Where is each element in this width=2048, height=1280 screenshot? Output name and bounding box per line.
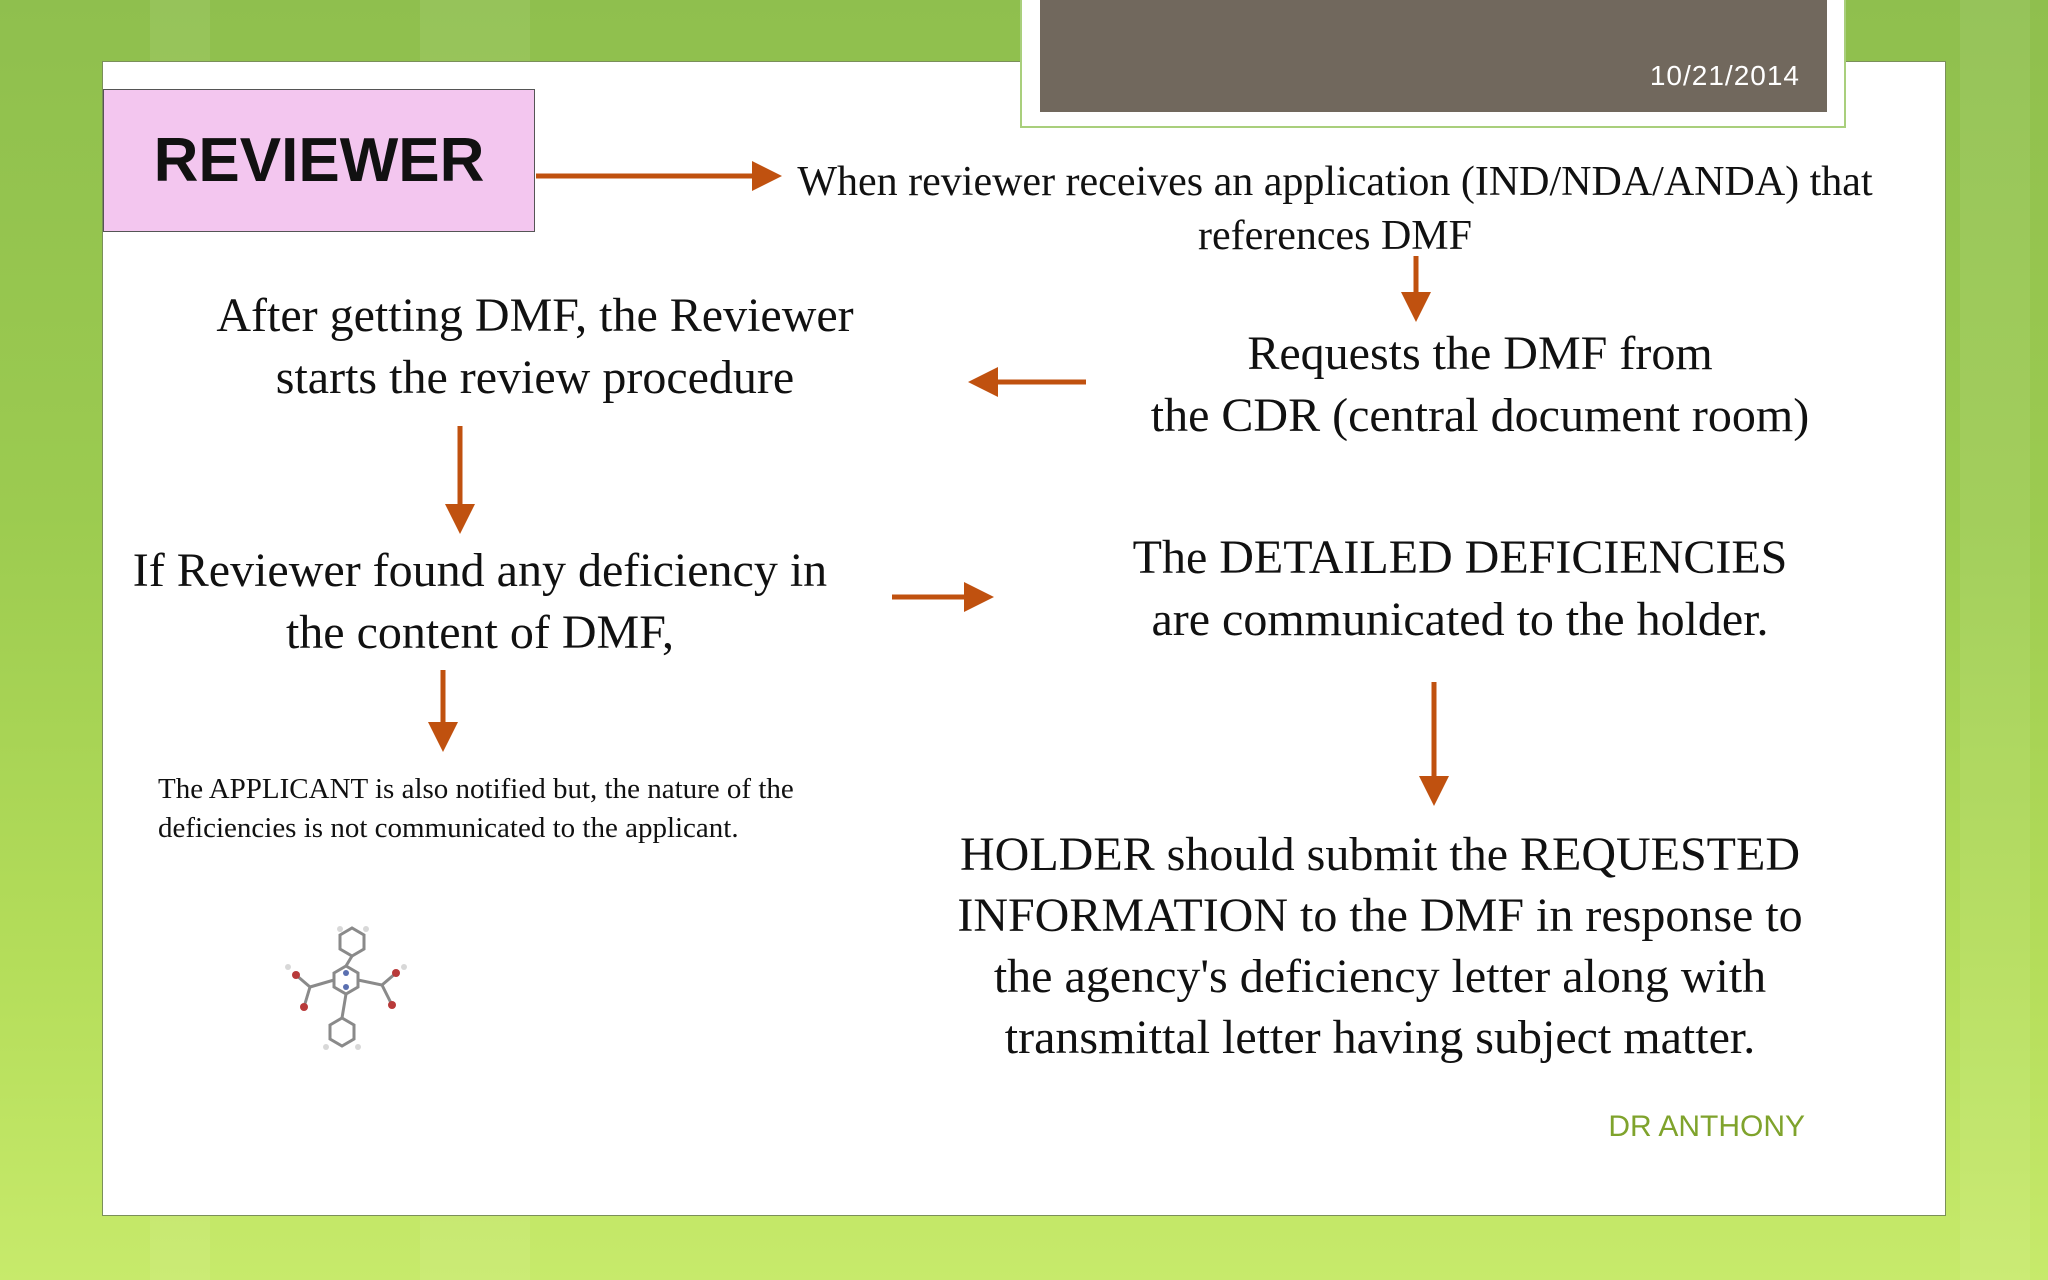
slide-canvas (102, 61, 1946, 1216)
step-deficiencies-communicated: The DETAILED DEFICIENCIES are communicat… (1132, 531, 1788, 646)
header-bar (1040, 0, 1827, 112)
step-holder-submit: HOLDER should submit the REQUESTED INFOR… (957, 828, 1803, 1064)
step-applicant-notified: The APPLICANT is also notified but, the … (158, 773, 794, 844)
slide-date: 10/21/2014 (1649, 60, 1800, 91)
step-receives-application: When reviewer receives an application (I… (797, 159, 1873, 259)
reviewer-box: REVIEWER (103, 89, 535, 232)
step-request-dmf: Requests the DMF from the CDR (central d… (1150, 327, 1810, 442)
molecule-illustration (285, 926, 407, 1050)
step-deficiency-found: If Reviewer found any deficiency in the … (132, 544, 828, 659)
step-start-review: After getting DMF, the Reviewer starts t… (216, 289, 854, 404)
author-credit: DR ANTHONY (1608, 1110, 1805, 1143)
